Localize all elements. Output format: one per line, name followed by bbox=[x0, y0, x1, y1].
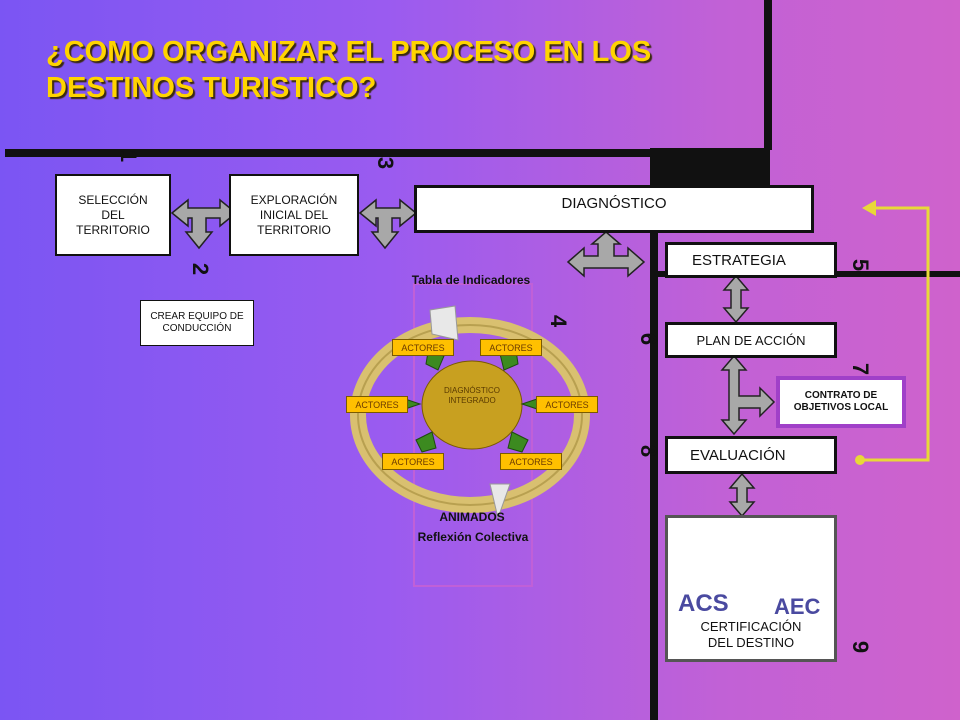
step-number-7: 7 bbox=[848, 362, 874, 376]
slide-title: ¿COMO ORGANIZAR EL PROCESO EN LOS DESTIN… bbox=[46, 36, 652, 104]
arrow-evaluacion-cert bbox=[728, 472, 756, 518]
arrow-plan-evaluacion bbox=[720, 354, 776, 436]
logo-acs: ACS bbox=[678, 590, 729, 617]
cycle-arrow-top bbox=[429, 305, 459, 341]
step-number-3: 3 bbox=[373, 156, 399, 170]
logo-aec: AEC bbox=[774, 594, 821, 619]
step-number-8: 8 bbox=[636, 444, 662, 458]
arrow-1-2 bbox=[170, 198, 238, 250]
box-exploracion-inicial: EXPLORACIÓN INICIAL DEL TERRITORIO bbox=[229, 174, 359, 256]
arrow-diag-strategy bbox=[566, 231, 646, 278]
actor-box-top-left: ACTORES bbox=[392, 339, 454, 356]
box-contrato-objetivos: CONTRATO DE OBJETIVOS LOCAL bbox=[776, 376, 906, 428]
box-plan-accion: PLAN DE ACCIÓN bbox=[665, 322, 837, 358]
cycle-arrow-bottom bbox=[489, 483, 511, 520]
step-number-9: 9 bbox=[848, 640, 874, 654]
feedback-dot bbox=[855, 455, 865, 465]
box-diagnostico: DIAGNÓSTICO bbox=[414, 185, 814, 233]
cycle-frame bbox=[413, 283, 533, 587]
reflexion-colectiva-label: Reflexión Colectiva bbox=[417, 530, 529, 544]
actor-box-top-right: ACTORES bbox=[480, 339, 542, 356]
box-evaluacion: EVALUACIÓN bbox=[665, 436, 837, 474]
step-number-4: 4 bbox=[546, 314, 572, 328]
feedback-connector bbox=[862, 206, 930, 462]
box-crear-equipo: CREAR EQUIPO DE CONDUCCIÓN bbox=[140, 300, 254, 346]
arrow-3-diag bbox=[358, 198, 418, 250]
center-circle bbox=[421, 360, 523, 450]
cycle-ring-edge bbox=[357, 324, 583, 506]
step-number-6: 6 bbox=[636, 332, 662, 346]
green-arrow-br bbox=[507, 431, 529, 453]
box-seleccion-territorio: SELECCIÓN DEL TERRITORIO bbox=[55, 174, 171, 256]
box-certificacion: CERTIFICACIÓN DEL DESTINO bbox=[665, 515, 837, 662]
diagnostico-integrado-label: DIAGNÓSTICO INTEGRADO bbox=[443, 386, 500, 405]
arrow-estrategia-plan bbox=[722, 274, 750, 324]
step-number-5: 5 bbox=[848, 258, 874, 272]
feedback-arrowhead bbox=[862, 200, 876, 216]
actor-box-right: ACTORES bbox=[536, 396, 598, 413]
animados-label: ANIMADOS bbox=[439, 510, 505, 524]
tabla-indicadores-label: Tabla de Indicadores bbox=[411, 273, 531, 287]
green-arrow-bl bbox=[415, 431, 437, 453]
actor-box-left: ACTORES bbox=[346, 396, 408, 413]
actor-box-bottom-left: ACTORES bbox=[382, 453, 444, 470]
box-estrategia: ESTRATEGIA bbox=[665, 242, 837, 278]
step-number-1: 1 bbox=[116, 149, 142, 163]
actor-box-bottom-right: ACTORES bbox=[500, 453, 562, 470]
step-number-2: 2 bbox=[188, 262, 214, 276]
black-block bbox=[650, 148, 770, 186]
